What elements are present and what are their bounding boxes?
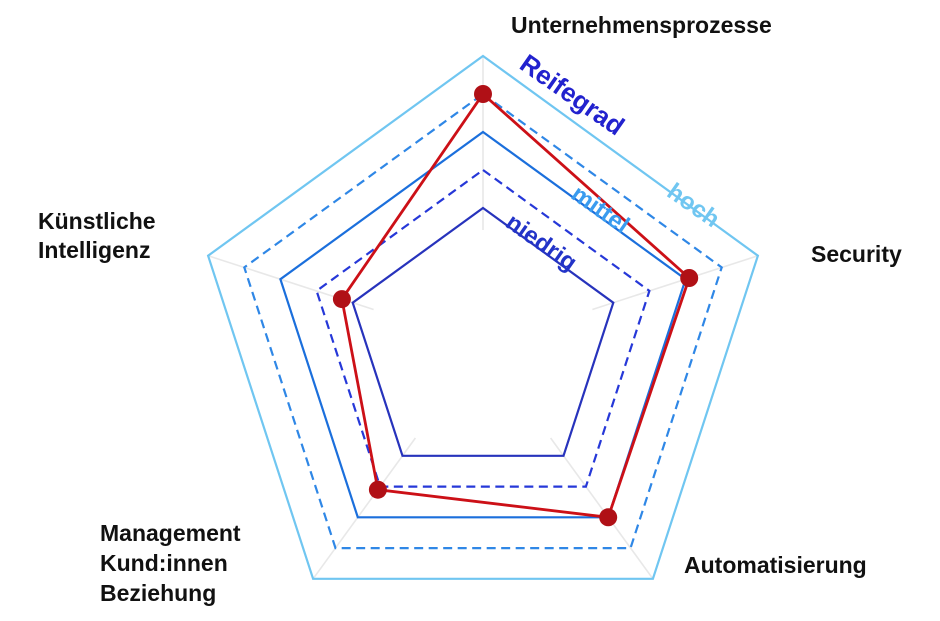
axis-label-management-kundinnen-beziehung: Management Kund:innen Beziehung	[100, 518, 241, 608]
axis-label-security: Security	[811, 243, 902, 266]
series-polygon-reifegrad	[340, 91, 691, 519]
axis-label-automatisierung: Automatisierung	[684, 554, 867, 577]
grid-ring-3	[279, 130, 687, 519]
series-point	[474, 85, 492, 103]
axis-label-line: Kund:innen	[100, 550, 228, 576]
axis-spoke	[312, 437, 417, 580]
axis-label-line: Automatisierung	[684, 552, 867, 578]
axis-label-line: Künstliche	[38, 208, 156, 234]
axis-label-unternehmensprozesse: Unternehmensprozesse	[511, 14, 772, 37]
axis-label-line: Intelligenz	[38, 237, 151, 263]
axis-label-line: Unternehmensprozesse	[511, 12, 772, 38]
grid-ring-1	[351, 206, 615, 457]
axis-label-line: Management	[100, 520, 241, 546]
axis-label-line: Security	[811, 241, 902, 267]
axis-spoke	[592, 254, 759, 311]
axis-label-line: Beziehung	[100, 580, 217, 606]
axis-spoke	[549, 437, 654, 580]
grid-ring-2	[315, 168, 651, 488]
series-point	[680, 269, 699, 287]
grid-ring-5	[206, 54, 760, 580]
series-point	[332, 290, 351, 309]
axis-label-kuenstliche-intelligenz: Künstliche Intelligenz	[38, 207, 156, 265]
series-point	[599, 508, 618, 527]
series-point	[368, 480, 387, 499]
